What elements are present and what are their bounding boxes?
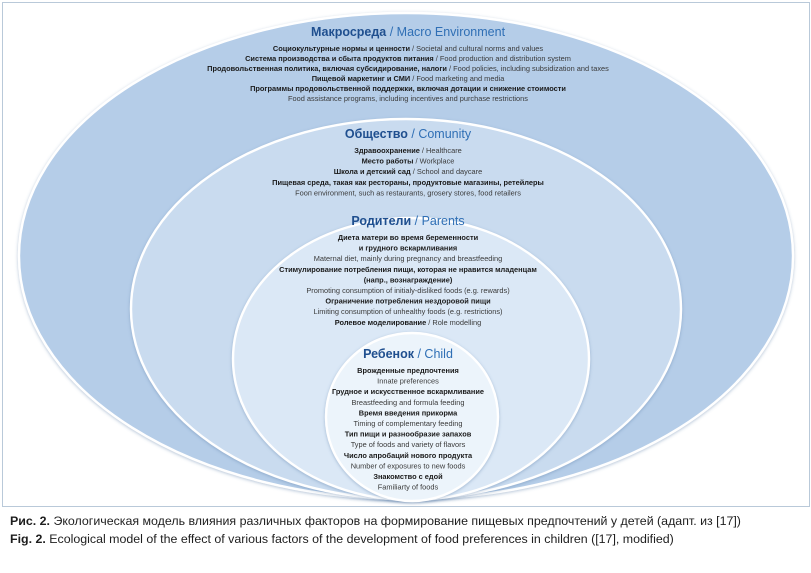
ring-macro-heading-ru: Макросреда bbox=[311, 25, 387, 39]
factor-en: Workplace bbox=[420, 157, 455, 166]
ring-child-factor-line: Врожденные предпочтения bbox=[357, 366, 459, 375]
factor-en: Food assistance programs, including ince… bbox=[288, 94, 528, 103]
ring-community-factor-line: Пищевая среда, такая как рестораны, прод… bbox=[272, 178, 544, 187]
factor-ru: Пищевой маркетинг и СМИ bbox=[312, 74, 411, 83]
ring-child-factor-line: Breastfeeding and formula feeding bbox=[352, 398, 465, 407]
ring-child-factor-line: Innate preferences bbox=[377, 377, 439, 386]
caption-ru-label: Рис. 2. bbox=[10, 514, 50, 528]
factor-en: Familiarty of foods bbox=[378, 483, 439, 492]
ring-child-factor-line: Знакомство с едой bbox=[373, 472, 443, 481]
figure-caption: Рис. 2. Экологическая модель влияния раз… bbox=[10, 514, 805, 547]
ring-macro-heading: Макросреда / Macro Environment bbox=[311, 25, 506, 39]
factor-ru: Тип пищи и разнообразие запахов bbox=[345, 430, 472, 439]
ring-macro-factor-line: Социокультурные нормы и ценности / Socie… bbox=[273, 44, 544, 53]
factor-ru: Число апробаций нового продукта bbox=[344, 451, 473, 460]
ring-parents-factor-line: и грудного вскармливания bbox=[359, 244, 458, 253]
ring-parents-factor-line: Стимулирование потребления пищи, которая… bbox=[279, 265, 537, 274]
factor-ru: Школа и детский сад bbox=[334, 167, 411, 176]
factor-ru: (напр., вознаграждение) bbox=[364, 275, 453, 284]
factor-en: Number of exposures to new foods bbox=[351, 461, 466, 470]
ring-community-heading-en: Comunity bbox=[418, 127, 472, 141]
ring-macro-factor-line: Программы продовольственной поддержки, в… bbox=[250, 84, 566, 93]
ring-community-factor-line: Здравоохранение / Healthcare bbox=[354, 146, 462, 155]
ring-child-heading: Ребенок / Child bbox=[363, 347, 453, 361]
ring-macro-factor-line: Система производства и сбыта продуктов п… bbox=[245, 54, 571, 63]
caption-en-text: Ecological model of the effect of variou… bbox=[49, 532, 674, 546]
factor-en: Food policies, including subsidization a… bbox=[453, 64, 609, 73]
ring-community-factor-line: Школа и детский сад / School and daycare bbox=[334, 167, 483, 176]
caption-ru: Рис. 2. Экологическая модель влияния раз… bbox=[10, 514, 805, 529]
factor-ru: Знакомство с едой bbox=[373, 472, 443, 481]
ring-child-factor-line: Число апробаций нового продукта bbox=[344, 451, 473, 460]
factor-ru: Здравоохранение bbox=[354, 146, 420, 155]
ecological-model-diagram: Макросреда / Macro EnvironmentСоциокульт… bbox=[17, 11, 795, 503]
factor-en: Role modelling bbox=[432, 318, 481, 327]
ring-parents-factor-line: (напр., вознаграждение) bbox=[364, 275, 453, 284]
factor-en: Food marketing and media bbox=[416, 74, 505, 83]
factor-ru: Место работы bbox=[362, 157, 414, 166]
ring-parents-heading-en: Parents bbox=[422, 214, 465, 228]
factor-en: School and daycare bbox=[417, 167, 482, 176]
factor-en: Breastfeeding and formula feeding bbox=[352, 398, 465, 407]
ring-child-factor-line: Type of foods and variety of flavors bbox=[351, 440, 466, 449]
ring-community-heading: Общество / Comunity bbox=[345, 127, 472, 141]
ring-child-factor-line: Number of exposures to new foods bbox=[351, 461, 466, 470]
factor-en: Healthcare bbox=[426, 146, 462, 155]
caption-ru-text: Экологическая модель влияния различных ф… bbox=[53, 514, 741, 528]
ring-parents-factor-line: Maternal diet, mainly during pregnancy a… bbox=[314, 254, 503, 263]
factor-ru: Врожденные предпочтения bbox=[357, 366, 459, 375]
ring-macro-factor-line: Food assistance programs, including ince… bbox=[288, 94, 528, 103]
caption-en-label: Fig. 2. bbox=[10, 532, 46, 546]
ring-community-factor-line: Fooп environment, such as restaurants, g… bbox=[295, 188, 521, 197]
factor-en: Societal and cultural norms and values bbox=[416, 44, 543, 53]
factor-ru: Стимулирование потребления пищи, которая… bbox=[279, 265, 537, 274]
ring-macro-factor-line: Продовольственная политика, включая субс… bbox=[207, 64, 609, 73]
ring-child bbox=[324, 331, 500, 503]
ring-parents-factor-line: Promoting consumption of initialy-dislik… bbox=[306, 286, 509, 295]
ring-parents-factor-line: Диета матери во время беременности bbox=[338, 233, 479, 242]
ring-child-factor-line: Familiarty of foods bbox=[378, 483, 439, 492]
ring-child-factor-line: Тип пищи и разнообразие запахов bbox=[345, 430, 472, 439]
ring-child-heading-ru: Ребенок bbox=[363, 347, 415, 361]
ring-child-factor-line: Грудное и искусственное вскармливание bbox=[332, 387, 484, 396]
factor-en: Type of foods and variety of flavors bbox=[351, 440, 466, 449]
ring-parents-factor-line: Limiting consumption of unhealthy foods … bbox=[314, 307, 503, 316]
ring-parents-factor-line: Ролевое моделирование / Role modelling bbox=[335, 318, 482, 327]
ring-parents-factor-line: Ограничение потребления нездоровой пищи bbox=[325, 297, 491, 306]
factor-ru: Система производства и сбыта продуктов п… bbox=[245, 54, 434, 63]
ring-macro-heading-en: Macro Environment bbox=[397, 25, 506, 39]
factor-en: Limiting consumption of unhealthy foods … bbox=[314, 307, 503, 316]
factor-ru: Ролевое моделирование bbox=[335, 318, 426, 327]
factor-en: Maternal diet, mainly during pregnancy a… bbox=[314, 254, 503, 263]
factor-en: Food production and distribution system bbox=[440, 54, 571, 63]
factor-en: Innate preferences bbox=[377, 377, 439, 386]
factor-en: Timing of complementary feeding bbox=[354, 419, 463, 428]
caption-en: Fig. 2. Ecological model of the effect o… bbox=[10, 532, 805, 547]
factor-en: Promoting consumption of initialy-dislik… bbox=[306, 286, 509, 295]
factor-ru: Социокультурные нормы и ценности bbox=[273, 44, 411, 53]
ring-parents-heading-ru: Родители bbox=[351, 214, 411, 228]
factor-ru: Программы продовольственной поддержки, в… bbox=[250, 84, 566, 93]
factor-ru: Диета матери во время беременности bbox=[338, 233, 479, 242]
ring-child-factor-line: Timing of complementary feeding bbox=[354, 419, 463, 428]
ring-child-factor-line: Время введения прикорма bbox=[359, 408, 458, 417]
factor-en: Fooп environment, such as restaurants, g… bbox=[295, 188, 521, 197]
factor-ru: Ограничение потребления нездоровой пищи bbox=[325, 297, 491, 306]
ring-community-factor-line: Место работы / Workplace bbox=[362, 157, 455, 166]
factor-ru: Продовольственная политика, включая субс… bbox=[207, 64, 447, 73]
factor-ru: Время введения прикорма bbox=[359, 408, 458, 417]
factor-ru: Пищевая среда, такая как рестораны, прод… bbox=[272, 178, 544, 187]
ring-parents-heading: Родители / Parents bbox=[351, 214, 464, 228]
ring-community-heading-ru: Общество bbox=[345, 127, 408, 141]
factor-ru: Грудное и искусственное вскармливание bbox=[332, 387, 484, 396]
ring-macro-factor-line: Пищевой маркетинг и СМИ / Food marketing… bbox=[312, 74, 506, 83]
factor-ru: и грудного вскармливания bbox=[359, 244, 458, 253]
ring-child-heading-en: Child bbox=[424, 347, 453, 361]
